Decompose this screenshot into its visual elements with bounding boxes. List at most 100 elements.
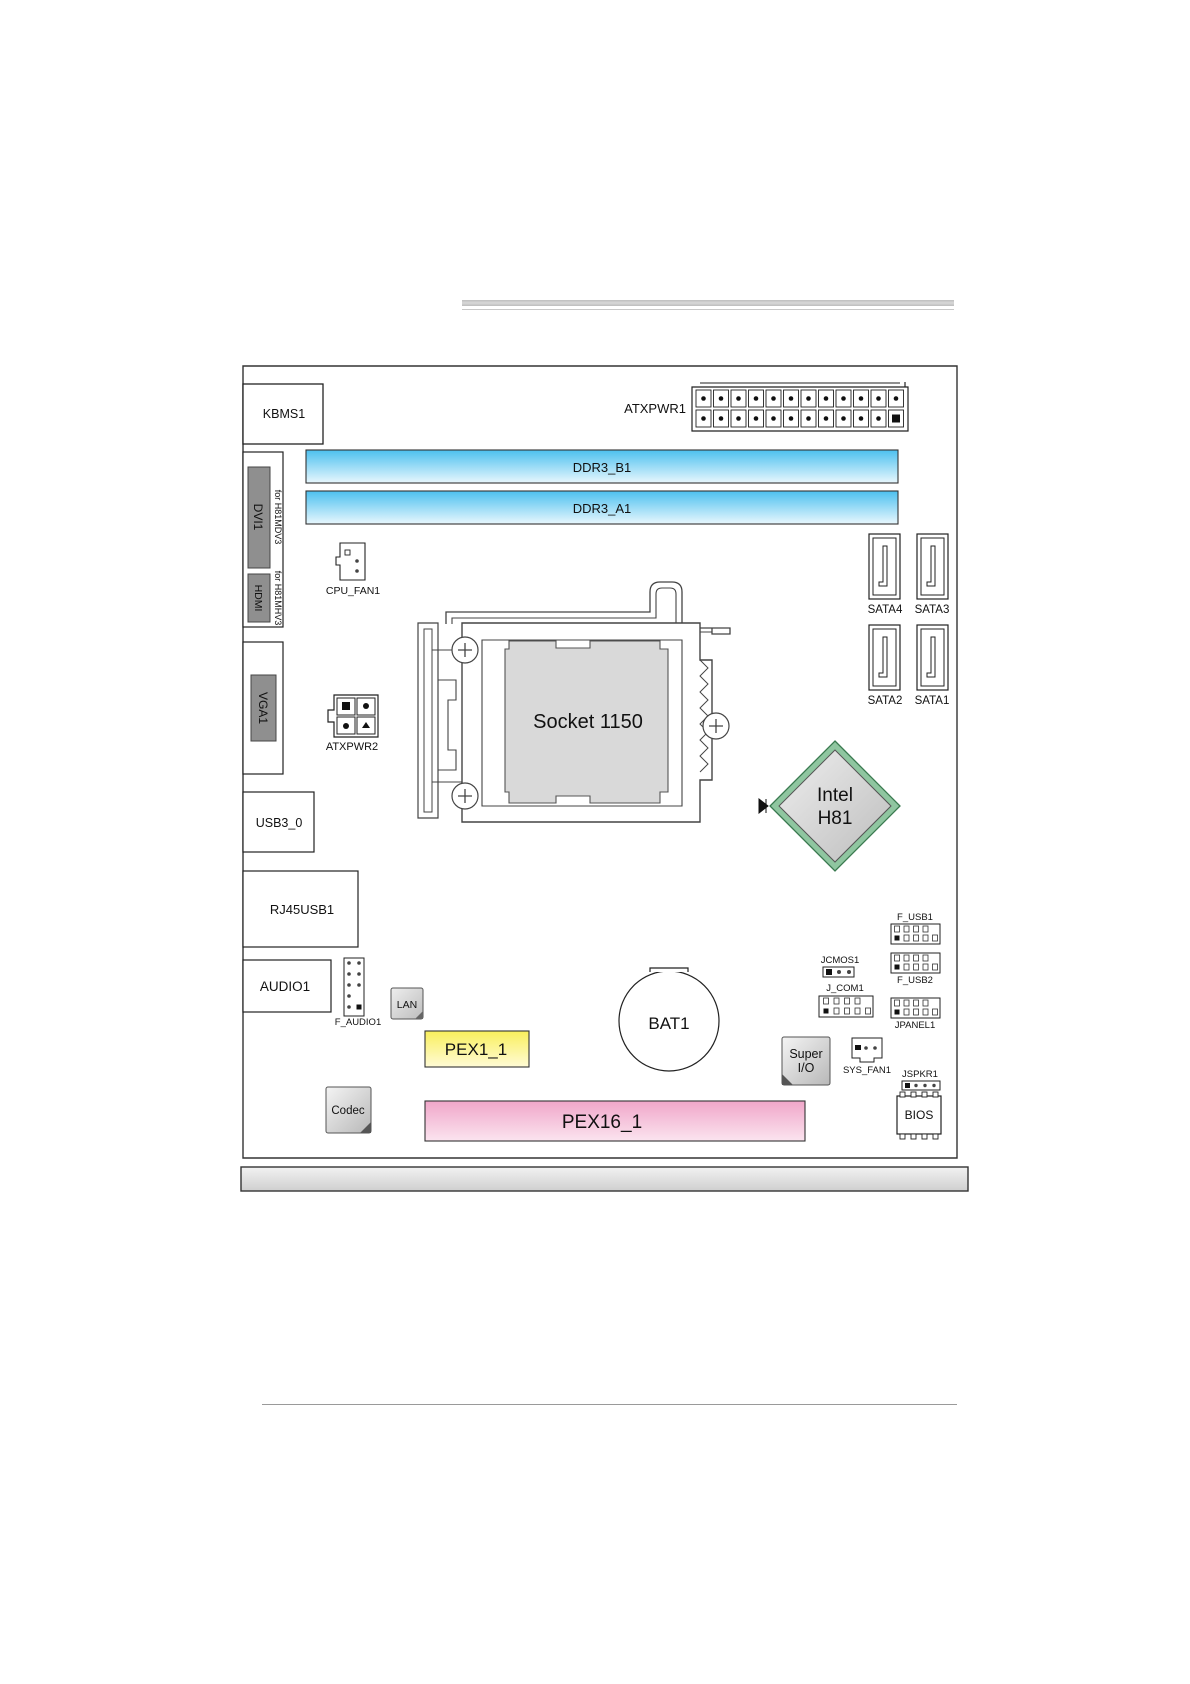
rj45-usb-port: RJ45USB1 (243, 871, 358, 947)
f-usb2-pin (904, 955, 909, 961)
atx-pin-dot (754, 416, 759, 421)
atx-pin-dot (701, 396, 706, 401)
atx-pin-dot (876, 396, 881, 401)
atx-pin-1-marker (892, 415, 900, 423)
pex16-label: PEX16_1 (562, 1112, 642, 1133)
kbms-label: KBMS1 (263, 407, 305, 421)
j-com-pin (824, 998, 829, 1004)
f-audio-pin (347, 983, 351, 987)
chipset-label-line1: Intel (817, 785, 853, 806)
f-audio-pin (357, 972, 361, 976)
sata4-label: SATA4 (868, 604, 903, 616)
atx-pin-dot (824, 416, 829, 421)
f-usb2-pin (914, 964, 919, 970)
ddr3-a1-slot: DDR3_A1 (306, 491, 898, 524)
jpanel-pin (923, 1009, 928, 1015)
atx-pin-dot (876, 416, 881, 421)
superio-label-line2: I/O (798, 1061, 815, 1075)
atx-pin-dot (736, 416, 741, 421)
f-audio-pin-1 (357, 1005, 362, 1010)
f-audio-pin (357, 961, 361, 965)
vga-port: VGA1 (243, 642, 283, 774)
f-usb1-pin (895, 926, 900, 932)
j-com-pin (834, 1008, 839, 1014)
j-com-pin (866, 1008, 871, 1014)
hdmi-note: for H81MHV3 (273, 571, 283, 626)
f-audio-pin (347, 1005, 351, 1009)
pcie-x1-slot: PEX1_1 (425, 1031, 529, 1067)
j-com-pin (845, 1008, 850, 1014)
socket-label: Socket 1150 (533, 711, 643, 733)
atx-pin-dot (806, 396, 811, 401)
bios-label: BIOS (905, 1108, 934, 1122)
f-audio-pin (357, 983, 361, 987)
ddr3-b1-slot: DDR3_B1 (306, 450, 898, 483)
f-usb2-pin (923, 964, 928, 970)
sata4-connector: SATA4 (868, 534, 903, 616)
superio-label-line1: Super (789, 1047, 822, 1061)
kbms-port: KBMS1 (243, 384, 323, 444)
dvi-hdmi-block: DVI1 for H81MDV3 HDMI for H81MHV3 (243, 452, 283, 627)
atx-pin-dot (806, 416, 811, 421)
dvi-note: for H81MDV3 (273, 490, 283, 545)
usb3-port: USB3_0 (243, 792, 314, 852)
atxpwr1-label: ATXPWR1 (624, 401, 686, 416)
sata3-label: SATA3 (915, 604, 950, 616)
footer-rule (262, 1404, 957, 1405)
usb3-label: USB3_0 (256, 816, 303, 830)
super-io-chip: Super I/O (782, 1037, 830, 1085)
f-audio-pin (347, 994, 351, 998)
atx-pin-dot (841, 416, 846, 421)
atx-pin-dot (841, 396, 846, 401)
atx-pin-dot (719, 416, 724, 421)
hdmi-label: HDMI (252, 585, 264, 612)
sata2-label: SATA2 (868, 695, 903, 707)
ddr3-a1-label: DDR3_A1 (573, 501, 632, 516)
board-edge-strip (241, 1167, 968, 1191)
jpanel-pin (904, 1009, 909, 1015)
jpanel-label: JPANEL1 (895, 1020, 935, 1031)
j-com-pin (855, 998, 860, 1004)
jpanel-pin (895, 1000, 900, 1006)
f-usb1-pin-1 (895, 936, 900, 941)
front-usb1-header: F_USB1 (891, 912, 940, 944)
atx-pin-dot (859, 416, 864, 421)
audio-port: AUDIO1 (243, 960, 331, 1012)
front-usb2-header: F_USB2 (891, 953, 940, 986)
f-usb1-pin (914, 926, 919, 932)
sata1-label: SATA1 (915, 695, 950, 707)
j-com-pin (855, 1008, 860, 1014)
jpanel-pin (914, 1009, 919, 1015)
vga-label: VGA1 (256, 692, 270, 724)
bios-chip: BIOS (897, 1092, 941, 1139)
f-usb2-pin (923, 955, 928, 961)
f-audio-pin (347, 972, 351, 976)
jcmos-label: JCMOS1 (821, 955, 860, 966)
jspkr-label: JSPKR1 (902, 1069, 938, 1080)
cpu-fan-label: CPU_FAN1 (326, 585, 380, 597)
atx12v-connector: ATXPWR2 (326, 695, 378, 753)
f-usb1-pin (933, 935, 938, 941)
atx-pin-dot (701, 416, 706, 421)
sata1-connector: SATA1 (915, 625, 950, 707)
j-com-pin-1 (824, 1009, 829, 1014)
f-usb1-pin (904, 926, 909, 932)
f-usb2-pin (904, 964, 909, 970)
atx-pin-dot (894, 396, 899, 401)
codec-label: Codec (331, 1105, 364, 1117)
f-usb2-pin (895, 955, 900, 961)
rj45-label: RJ45USB1 (270, 902, 334, 917)
bat-label: BAT1 (648, 1014, 689, 1033)
jpanel-pin (904, 1000, 909, 1006)
atxpwr2-label: ATXPWR2 (326, 741, 378, 753)
atx-pin-dot (824, 396, 829, 401)
f-usb2-label: F_USB2 (897, 975, 933, 986)
atx-pin-dot (789, 396, 794, 401)
sys-fan-label: SYS_FAN1 (843, 1065, 891, 1076)
sata2-connector: SATA2 (868, 625, 903, 707)
f-usb1-label: F_USB1 (897, 912, 933, 923)
jpanel-pin (914, 1000, 919, 1006)
f-usb2-pin (914, 955, 919, 961)
